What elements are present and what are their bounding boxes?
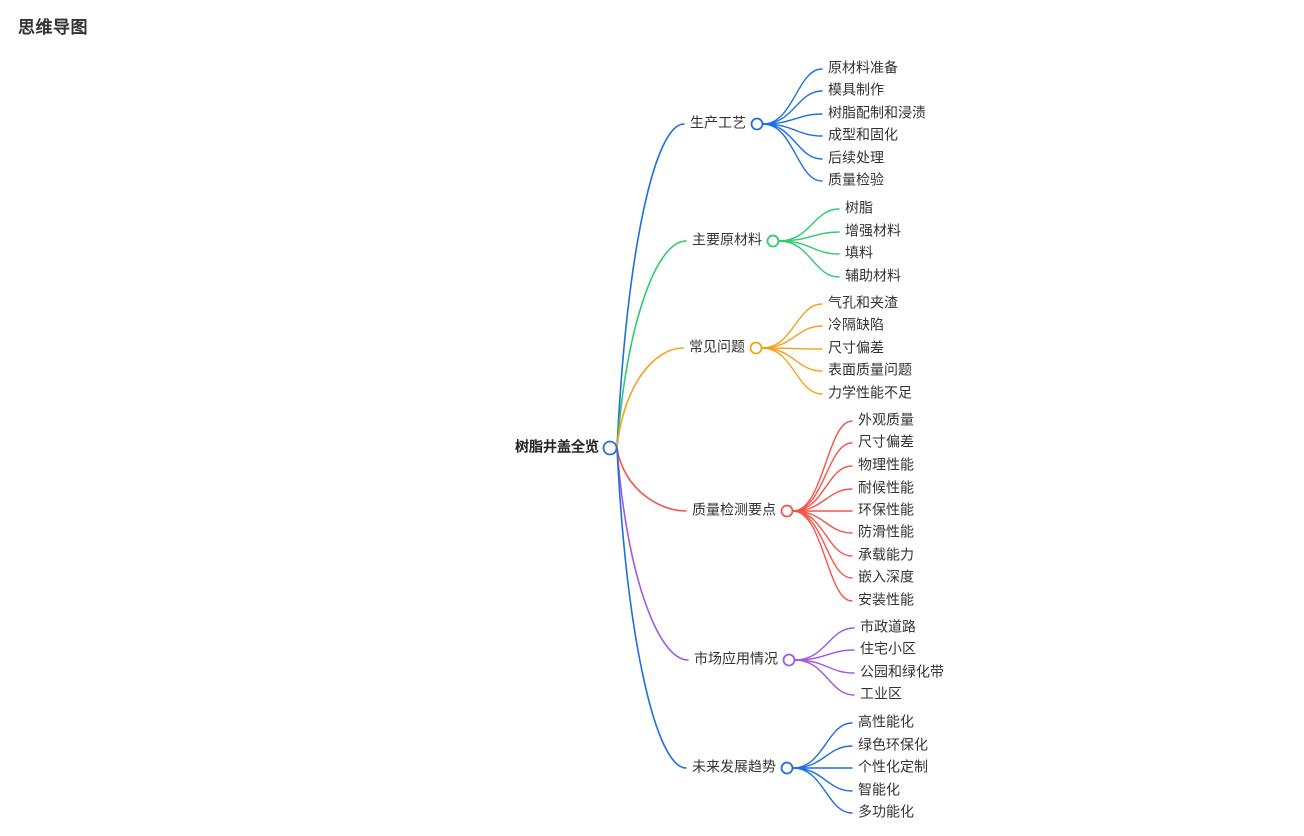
leaf-node-label: 住宅小区 [860, 641, 916, 657]
branch-node-dot-5[interactable] [782, 653, 796, 667]
leaf-link [792, 767, 853, 814]
branch-node-label-5: 市场应用情况 [694, 651, 778, 667]
branch-link [616, 447, 687, 512]
leaf-link [792, 722, 853, 769]
leaf-node-label: 物理性能 [858, 457, 914, 473]
leaf-node-label: 模具制作 [828, 82, 884, 98]
root-node-dot[interactable] [602, 440, 618, 456]
leaf-link [778, 240, 840, 278]
branch-node-label-1: 生产工艺 [690, 115, 746, 131]
branch-link [616, 240, 687, 449]
branch-node-label-3: 常见问题 [689, 339, 745, 355]
leaf-node-label: 工业区 [860, 686, 902, 702]
leaf-node-label: 增强材料 [845, 223, 901, 239]
leaf-link [762, 68, 823, 125]
leaf-node-label: 尺寸偏差 [858, 434, 914, 450]
leaf-node-label: 多功能化 [858, 804, 914, 820]
leaf-link [762, 123, 823, 182]
leaf-node-label: 质量检验 [828, 172, 884, 188]
leaf-node-label: 填料 [845, 245, 873, 261]
leaf-node-label: 安装性能 [858, 592, 914, 608]
leaf-node-label: 防滑性能 [858, 524, 914, 540]
branch-link [616, 347, 684, 449]
branch-node-dot-3[interactable] [749, 341, 763, 355]
leaf-node-label: 后续处理 [828, 150, 884, 166]
mindmap-links-layer [616, 68, 855, 814]
leaf-node-label: 尺寸偏差 [828, 340, 884, 356]
leaf-node-label: 成型和固化 [828, 127, 898, 143]
leaf-node-label: 气孔和夹渣 [828, 295, 898, 311]
leaf-node-label: 外观质量 [858, 412, 914, 428]
leaf-node-label: 力学性能不足 [828, 385, 912, 401]
leaf-node-label: 高性能化 [858, 714, 914, 730]
branch-node-label-4: 质量检测要点 [692, 502, 776, 518]
leaf-node-label: 冷隔缺陷 [828, 317, 884, 333]
leaf-node-label: 绿色环保化 [858, 737, 928, 753]
leaf-link [792, 420, 853, 512]
mindmap-nodes-layer: 树脂井盖全览 生产工艺 原材料准备模具制作树脂配制和浸渍成型和固化后续处理质量检验主… [515, 60, 944, 820]
root-node-label: 树脂井盖全览 [515, 439, 599, 455]
leaf-node-label: 环保性能 [858, 502, 914, 518]
leaf-node-label: 辅助材料 [845, 268, 901, 284]
leaf-link [794, 659, 855, 674]
branch-link [616, 447, 689, 661]
branch-node-label-6: 未来发展趋势 [692, 759, 776, 775]
leaf-link [792, 510, 853, 602]
branch-node-dot-6[interactable] [780, 761, 794, 775]
branch-node-dot-1[interactable] [750, 117, 764, 131]
leaf-node-label: 表面质量问题 [828, 362, 912, 378]
branch-node-label-2: 主要原材料 [692, 232, 762, 248]
branch-node-dot-2[interactable] [766, 234, 780, 248]
leaf-node-label: 公园和绿化带 [860, 664, 944, 680]
leaf-node-label: 树脂 [845, 200, 873, 216]
branch-node-dot-4[interactable] [780, 504, 794, 518]
leaf-link [761, 347, 823, 395]
leaf-node-label: 原材料准备 [828, 60, 898, 76]
leaf-node-label: 嵌入深度 [858, 569, 914, 585]
leaf-node-label: 智能化 [858, 782, 900, 798]
leaf-node-label: 树脂配制和浸渍 [828, 105, 926, 121]
page-title: 思维导图 [18, 18, 88, 37]
leaf-link [778, 240, 840, 255]
leaf-link [778, 208, 840, 242]
leaf-node-label: 个性化定制 [858, 759, 928, 775]
leaf-node-label: 耐候性能 [858, 480, 914, 496]
leaf-node-label: 承载能力 [858, 547, 914, 563]
leaf-link [792, 442, 853, 512]
leaf-link [794, 659, 855, 696]
branch-link [616, 123, 685, 449]
branch-link [616, 447, 687, 769]
leaf-node-label: 市政道路 [860, 619, 916, 635]
leaf-link [761, 303, 823, 349]
leaf-link [792, 465, 853, 512]
